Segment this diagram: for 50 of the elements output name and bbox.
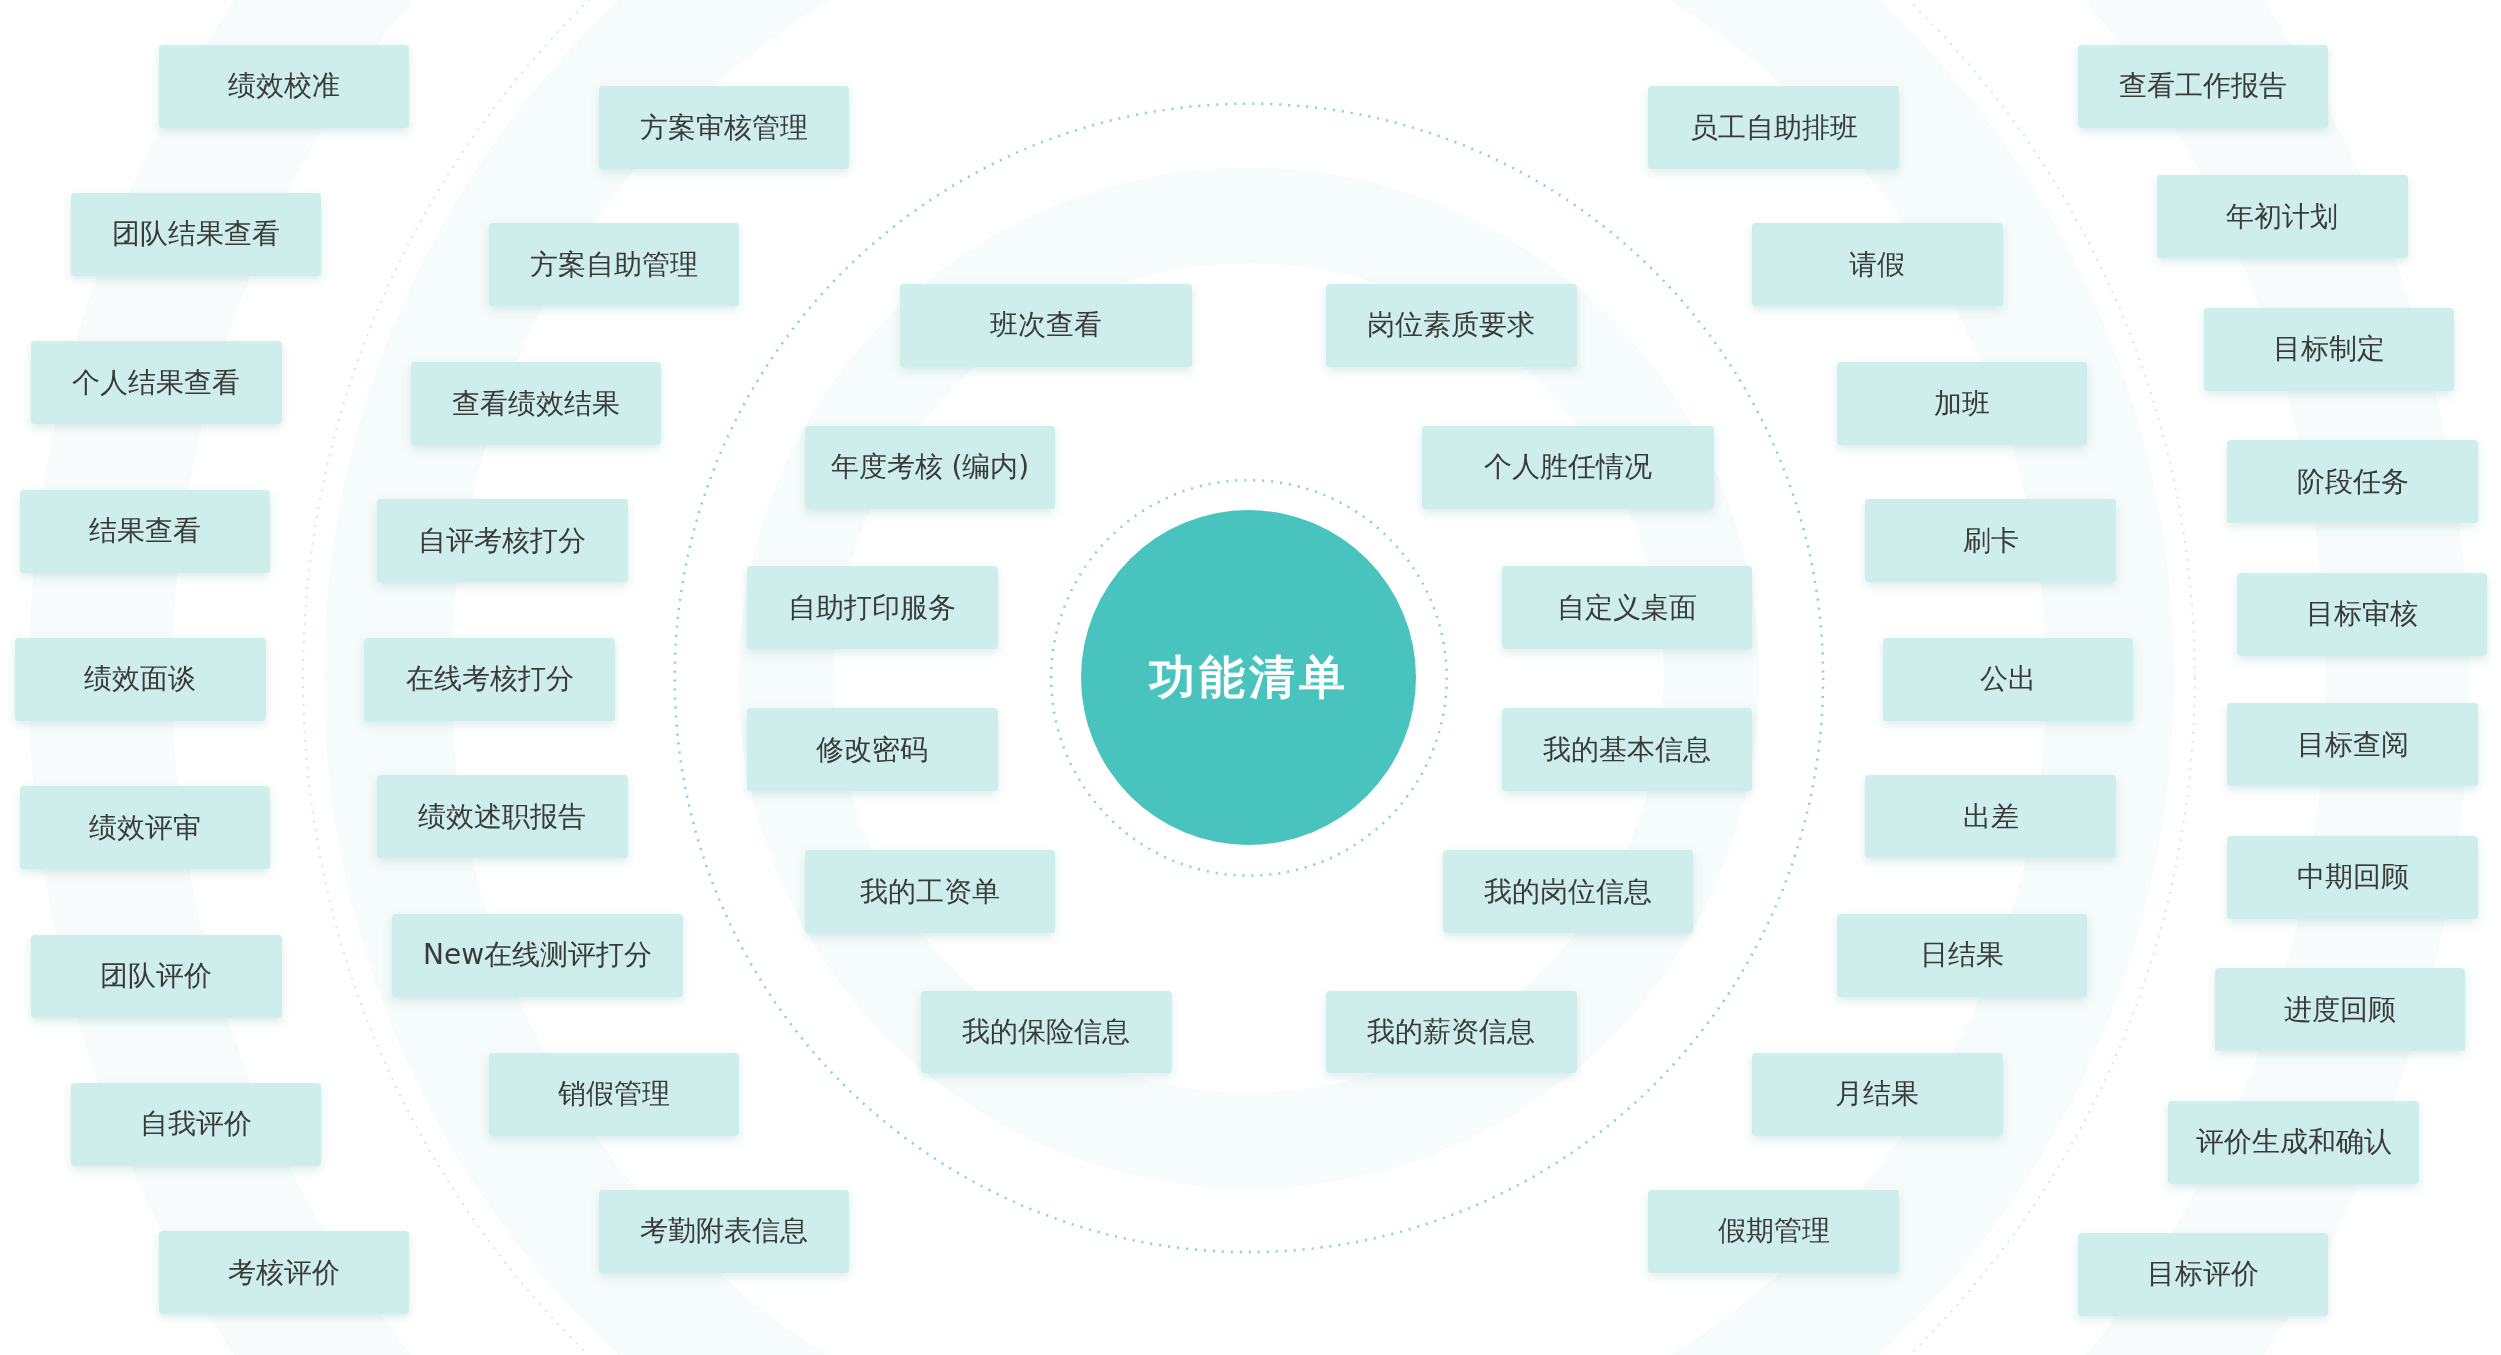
feature-box: 查看工作报告 <box>2077 44 2328 128</box>
feature-box: 团队结果查看 <box>70 193 322 276</box>
feature-box: 考勤附表信息 <box>598 1189 850 1273</box>
feature-box: 自定义桌面 <box>1501 566 1753 650</box>
feature-box: 个人胜任情况 <box>1421 425 1714 509</box>
feature-box: 中期回顾 <box>2227 835 2478 919</box>
feature-box: 阶段任务 <box>2227 440 2478 524</box>
feature-box: 岗位素质要求 <box>1326 283 1577 367</box>
feature-box: 团队评价 <box>31 934 282 1018</box>
feature-box: 个人结果查看 <box>31 341 282 425</box>
feature-box: 日结果 <box>1836 913 2088 997</box>
feature-box: 我的岗位信息 <box>1442 850 1694 934</box>
feature-box: 自我评价 <box>70 1083 322 1166</box>
feature-box: 公出 <box>1882 638 2134 721</box>
feature-box: 目标评价 <box>2077 1232 2328 1316</box>
feature-box: 出差 <box>1865 775 2116 859</box>
feature-box: 年初计划 <box>2157 175 2408 259</box>
feature-box: 进度回顾 <box>2214 968 2466 1052</box>
feature-box: 方案审核管理 <box>598 86 850 170</box>
feature-box: 月结果 <box>1752 1052 2003 1136</box>
feature-box: 我的薪资信息 <box>1326 990 1577 1074</box>
feature-box: 评价生成和确认 <box>2168 1100 2419 1184</box>
feature-box: 销假管理 <box>488 1052 740 1136</box>
feature-box: 加班 <box>1836 362 2088 445</box>
feature-box: 自助打印服务 <box>747 566 998 650</box>
feature-box: 员工自助排班 <box>1648 86 1899 170</box>
feature-box: 我的保险信息 <box>921 990 1172 1074</box>
feature-box: 绩效面谈 <box>15 638 266 721</box>
feature-box: 自评考核打分 <box>377 499 628 583</box>
feature-box: 在线考核打分 <box>364 638 615 721</box>
feature-box: 绩效校准 <box>158 44 410 128</box>
feature-box: 年度考核 (编内) <box>804 425 1056 509</box>
feature-box: 我的工资单 <box>804 850 1056 934</box>
feature-box: 我的基本信息 <box>1501 708 1753 792</box>
feature-box: 绩效评审 <box>19 786 271 870</box>
feature-box: 目标查阅 <box>2227 703 2478 787</box>
feature-box: 请假 <box>1752 223 2003 307</box>
feature-box: 考核评价 <box>158 1231 410 1315</box>
feature-box: 结果查看 <box>19 489 271 573</box>
feature-box: New在线测评打分 <box>391 913 684 997</box>
feature-box: 方案自助管理 <box>488 223 740 307</box>
feature-box: 目标审核 <box>2237 572 2488 656</box>
feature-box: 查看绩效结果 <box>410 362 662 445</box>
feature-box: 目标制定 <box>2203 307 2454 391</box>
feature-box: 刷卡 <box>1865 499 2116 583</box>
feature-box: 假期管理 <box>1648 1189 1899 1273</box>
feature-box: 修改密码 <box>747 708 998 792</box>
feature-box: 绩效述职报告 <box>377 775 628 859</box>
hub-circle: 功能清单 <box>1081 510 1417 846</box>
feature-box: 班次查看 <box>900 283 1193 367</box>
